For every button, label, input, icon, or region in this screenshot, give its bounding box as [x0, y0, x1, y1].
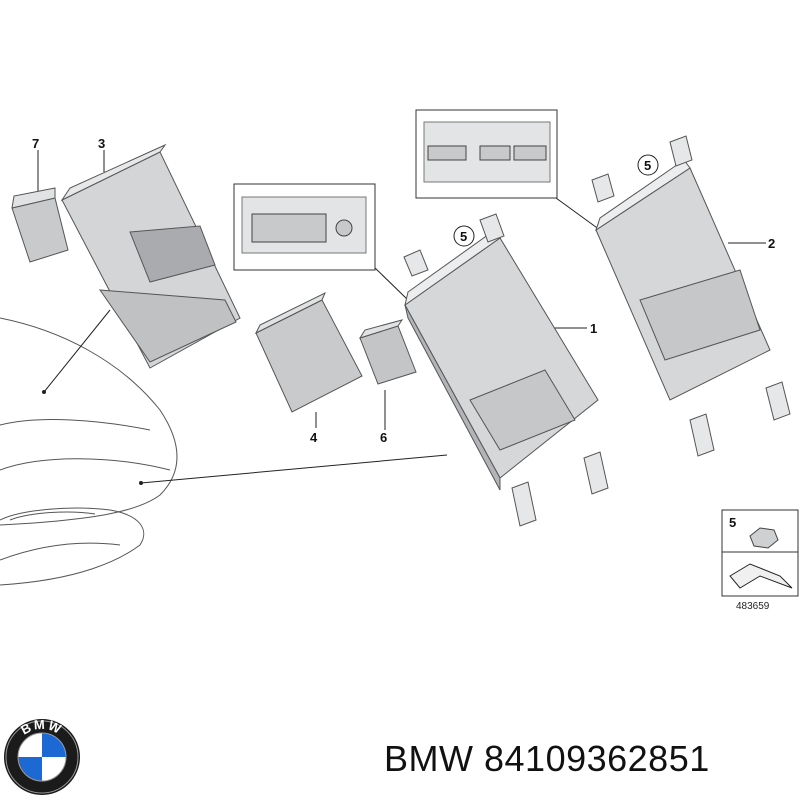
connector-inset-1 [233, 183, 376, 271]
car-outline [0, 317, 178, 586]
part-6-connector [358, 319, 417, 385]
legend-number: 5 [729, 515, 736, 530]
part-3-module [60, 143, 241, 369]
callout-2: 2 [768, 236, 775, 251]
nut-icon [749, 527, 779, 549]
part-7-module [11, 187, 69, 263]
connector-inset-2 [415, 109, 558, 199]
callout-5b-circle [637, 154, 659, 176]
part-1-control-unit [403, 213, 609, 527]
part-4-module [254, 291, 363, 413]
callout-7: 7 [32, 136, 39, 151]
caption: BMW 84109362851 [384, 738, 710, 780]
car-point-lower [139, 481, 143, 485]
legend-box: 5 [721, 509, 799, 597]
svg-text:BMW: BMW [18, 717, 65, 738]
callout-5a-circle [453, 225, 475, 247]
callout-5a: 5 [460, 229, 467, 244]
callout-5b: 5 [644, 158, 651, 173]
callout-4: 4 [310, 430, 318, 445]
part-2-control-unit [591, 135, 791, 457]
diagram-id: 483659 [736, 601, 770, 612]
leader-lines [37, 150, 766, 484]
callout-6: 6 [380, 430, 387, 445]
car-point-upper [42, 390, 46, 394]
caption-part-number: 84109362851 [484, 738, 710, 779]
arrow-icon [729, 563, 793, 589]
callout-3: 3 [98, 136, 105, 151]
bmw-logo: BMW [4, 717, 80, 795]
callout-1: 1 [590, 321, 597, 336]
caption-brand: BMW [384, 738, 474, 779]
